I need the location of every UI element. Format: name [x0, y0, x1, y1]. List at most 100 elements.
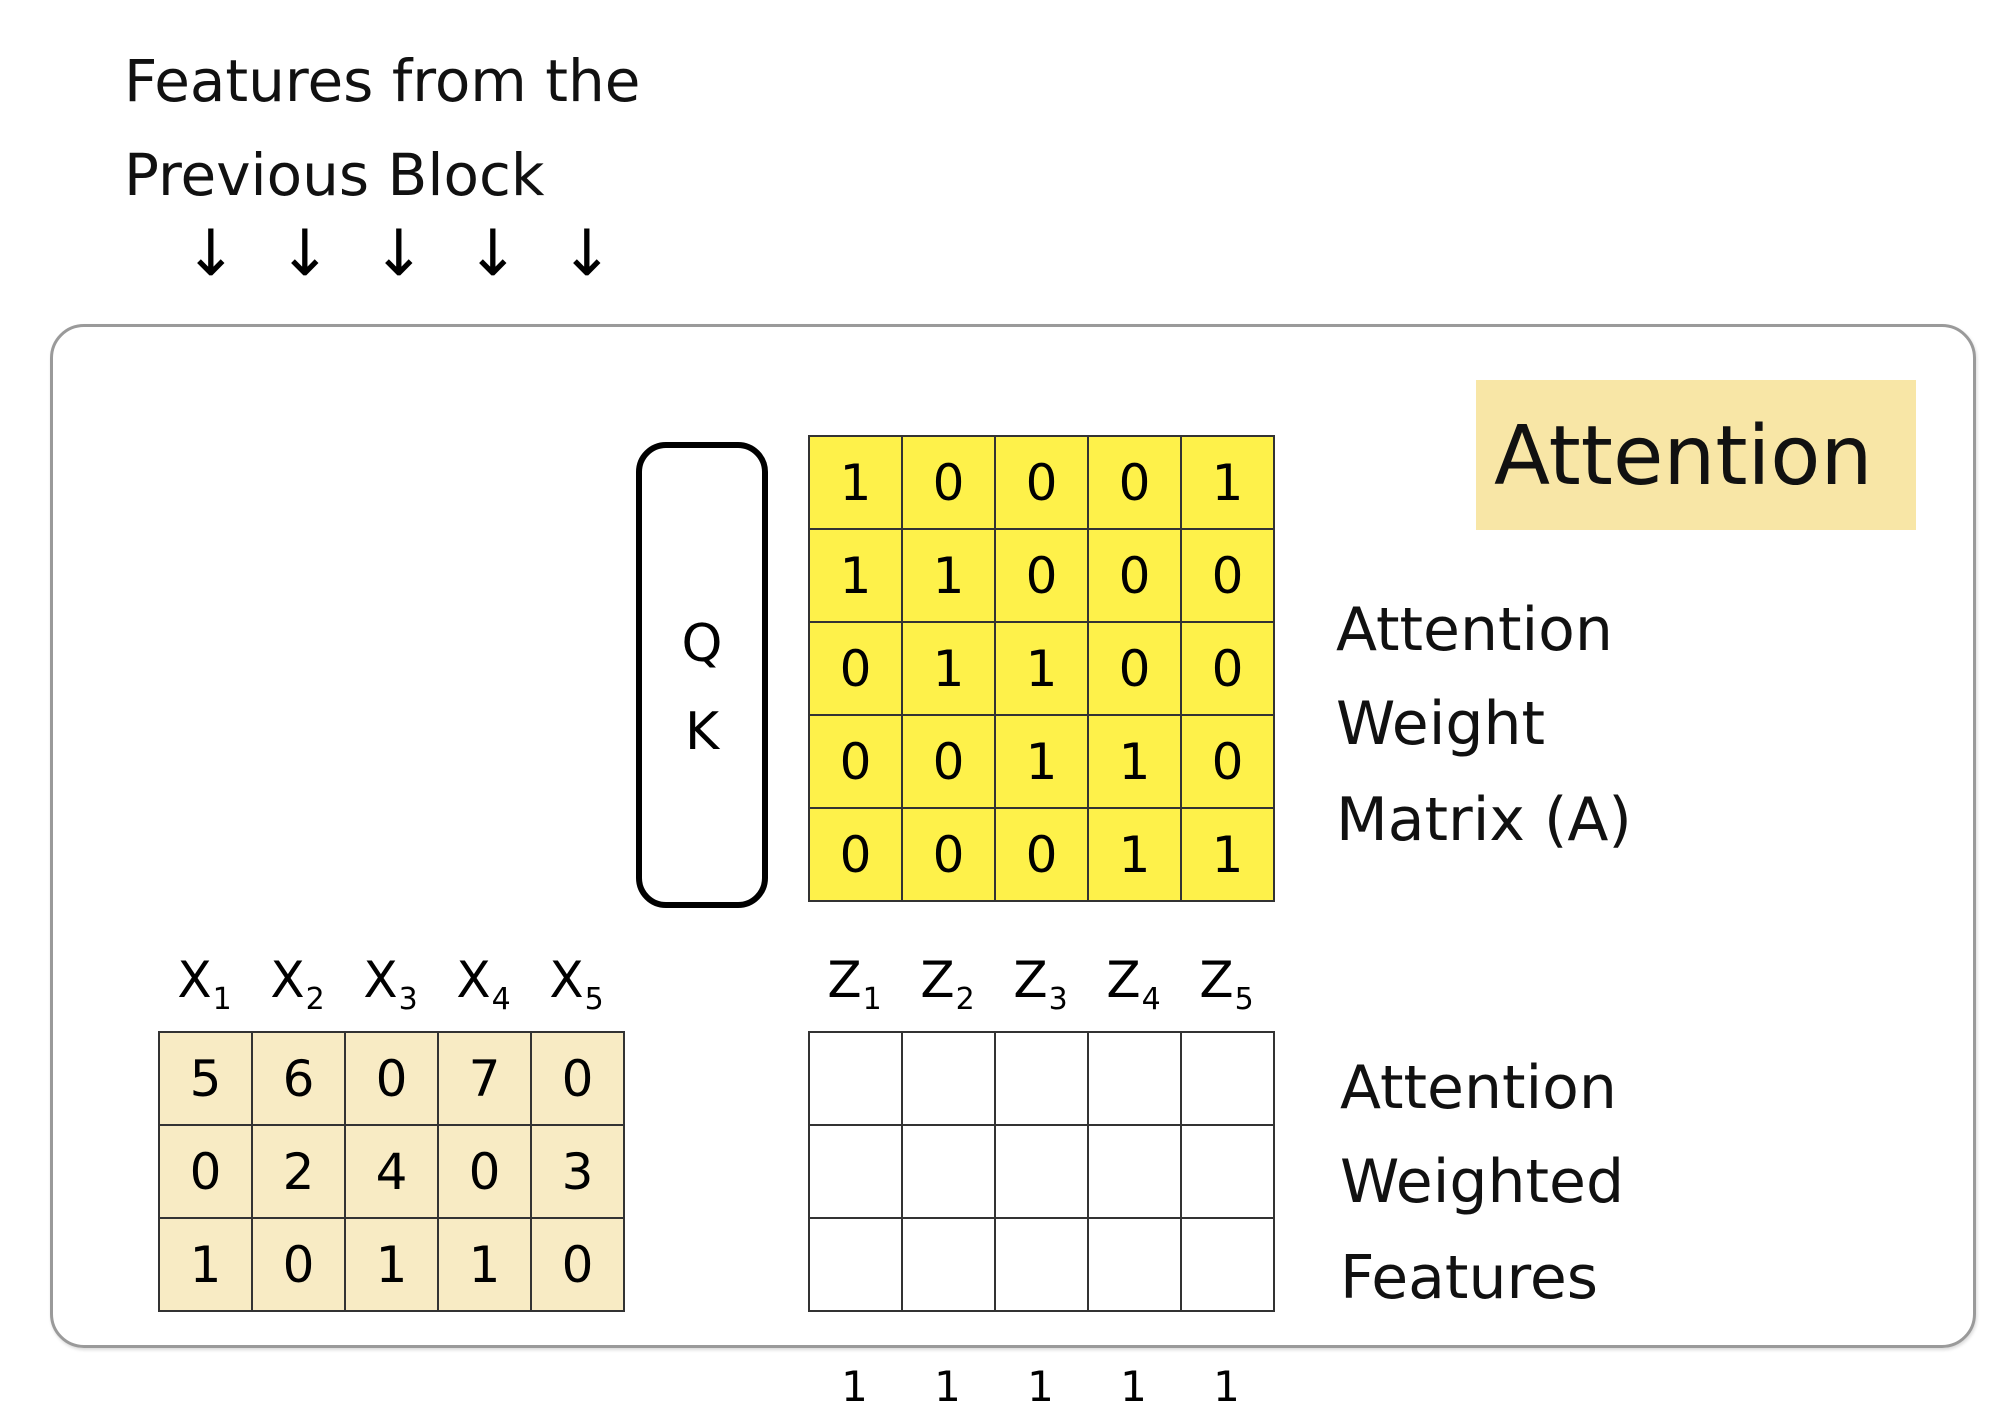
weighted-features-label-line-3: Features: [1340, 1243, 1598, 1313]
title-line-1: Features from the: [124, 47, 641, 115]
attention-weight-cell: 0: [901, 435, 996, 530]
weighted-feature-cell: [901, 1031, 996, 1126]
weighted-feature-cell: [1087, 1217, 1182, 1312]
attention-weight-cell: 0: [808, 621, 903, 716]
attention-weight-cell: 0: [1180, 621, 1275, 716]
q-label: Q: [681, 614, 723, 674]
attention-matrix-label-line-2: Weight: [1336, 689, 1546, 759]
input-feature-column-label: X1: [158, 955, 251, 1015]
weighted-feature-column-letter: Z: [1199, 951, 1234, 1009]
input-feature-cell: 0: [530, 1031, 625, 1126]
input-feature-column-index: 1: [212, 982, 232, 1017]
input-feature-cell: 4: [344, 1124, 439, 1219]
attention-weight-cell: 0: [994, 807, 1089, 902]
down-arrow-icon: ↓: [278, 217, 332, 291]
down-arrow-icon: ↓: [560, 217, 614, 291]
weighted-feature-cell: [994, 1124, 1089, 1219]
attention-weight-cell: 1: [1087, 807, 1182, 902]
weighted-feature-column-label: Z5: [1180, 955, 1273, 1015]
input-feature-column-index: 5: [584, 982, 604, 1017]
input-feature-column-label: X4: [437, 955, 530, 1015]
weighted-feature-cell-row: [808, 1217, 1275, 1312]
attention-weight-cell: 0: [1180, 528, 1275, 623]
input-feature-cell: 6: [251, 1031, 346, 1126]
weighted-feature-cell: [1087, 1031, 1182, 1126]
weighted-feature-column-letter: Z: [1106, 951, 1141, 1009]
weighted-features-label-line-1: Attention: [1340, 1053, 1617, 1123]
bottom-value: 1: [1213, 1362, 1240, 1411]
weighted-feature-cell: [808, 1031, 903, 1126]
input-feature-column-label: X5: [530, 955, 623, 1015]
down-arrow-icon: ↓: [466, 217, 520, 291]
down-arrow-icon: ↓: [184, 217, 238, 291]
weighted-feature-cell-row: [808, 1031, 1275, 1126]
input-feature-column-letter: X: [456, 951, 491, 1009]
attention-panel: [50, 324, 1976, 1348]
input-feature-column-label: X3: [344, 955, 437, 1015]
attention-badge: Attention: [1476, 380, 1916, 530]
attention-weight-cell: 1: [994, 714, 1089, 809]
input-feature-column-index: 4: [491, 982, 511, 1017]
weighted-feature-column-letter: Z: [827, 951, 862, 1009]
bottom-value: 1: [1027, 1362, 1054, 1411]
input-feature-cell: 0: [344, 1031, 439, 1126]
qk-box: Q K: [636, 442, 768, 908]
weighted-feature-cell: [1180, 1031, 1275, 1126]
title-line-2: Previous Block: [124, 141, 545, 209]
weighted-feature-cell: [994, 1031, 1089, 1126]
input-feature-column-letter: X: [363, 951, 398, 1009]
attention-weight-cell: 1: [808, 528, 903, 623]
weighted-feature-cell: [1180, 1124, 1275, 1219]
attention-badge-label: Attention: [1494, 409, 1873, 504]
weighted-feature-cell: [1087, 1124, 1182, 1219]
input-feature-cell: 1: [344, 1217, 439, 1312]
attention-matrix-label-line-3: Matrix (A): [1336, 785, 1632, 855]
weighted-feature-column-label: Z4: [1087, 955, 1180, 1015]
weighted-feature-cell: [994, 1217, 1089, 1312]
attention-weight-cell: 0: [1087, 435, 1182, 530]
input-feature-column-letter: X: [177, 951, 212, 1009]
input-feature-cell: 0: [437, 1124, 532, 1219]
input-feature-cell: 2: [251, 1124, 346, 1219]
weighted-feature-cell: [808, 1124, 903, 1219]
attention-weight-cell: 0: [808, 807, 903, 902]
down-arrow-icon: ↓: [372, 217, 426, 291]
weighted-feature-cell: [901, 1217, 996, 1312]
attention-weight-cell: 0: [1087, 528, 1182, 623]
weighted-feature-column-index: 4: [1141, 982, 1161, 1017]
input-feature-column-letter: X: [549, 951, 584, 1009]
weighted-feature-column-label: Z2: [901, 955, 994, 1015]
input-feature-cell: 3: [530, 1124, 625, 1219]
input-feature-cell: 5: [158, 1031, 253, 1126]
attention-weight-cell: 1: [1180, 807, 1275, 902]
attention-weight-cell: 1: [1180, 435, 1275, 530]
attention-weight-cell: 0: [994, 435, 1089, 530]
attention-weight-cell: 0: [994, 528, 1089, 623]
weighted-feature-column-index: 5: [1234, 982, 1254, 1017]
input-feature-cell: 0: [251, 1217, 346, 1312]
input-feature-column-index: 3: [398, 982, 418, 1017]
attention-weight-cell: 0: [901, 714, 996, 809]
input-feature-cell: 1: [437, 1217, 532, 1312]
weighted-feature-column-letter: Z: [1013, 951, 1048, 1009]
attention-matrix-label-line-1: Attention: [1336, 595, 1613, 665]
attention-weight-cell: 0: [901, 807, 996, 902]
attention-weight-cell: 1: [994, 621, 1089, 716]
weighted-feature-cell: [1180, 1217, 1275, 1312]
input-feature-cell: 7: [437, 1031, 532, 1126]
weighted-feature-cell: [901, 1124, 996, 1219]
input-feature-cell: 0: [158, 1124, 253, 1219]
input-feature-column-letter: X: [270, 951, 305, 1009]
k-label: K: [684, 702, 720, 762]
bottom-value: 1: [841, 1362, 868, 1411]
weighted-feature-column-letter: Z: [920, 951, 955, 1009]
